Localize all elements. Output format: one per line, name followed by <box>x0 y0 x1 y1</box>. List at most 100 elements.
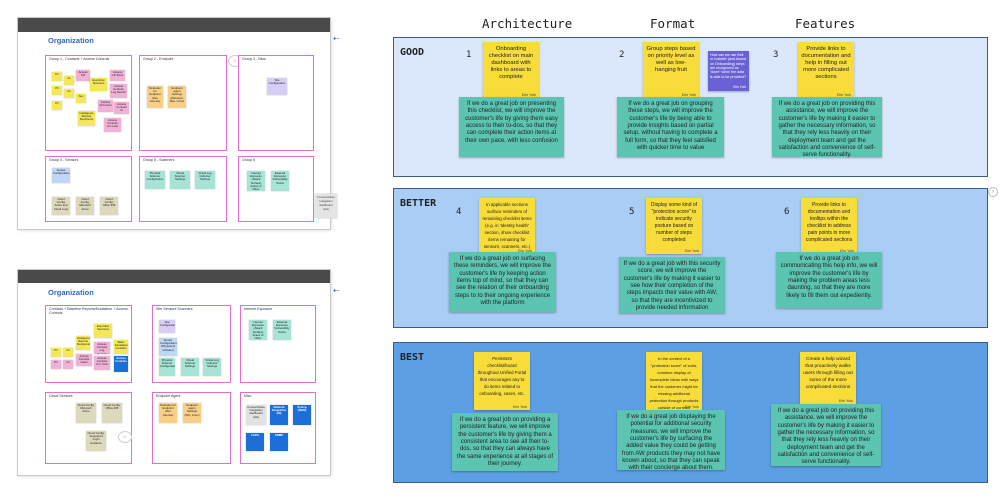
more-options-icon[interactable]: › <box>988 187 998 197</box>
sticky-note[interactable]: Virtual Scanner Settings <box>170 171 190 189</box>
group-title: Group 4 - Sensors <box>49 158 79 162</box>
sticky-note[interactable]: Intelligence Reports Recipients <box>76 336 90 350</box>
sticky-note[interactable]: Defender for Endpoint (Dev License) <box>147 86 163 108</box>
sticky-note[interactable]: External Exposure Vulnerability Scans <box>273 320 291 340</box>
sticky-note[interactable]: Connectivities Integration dashboard (GH… <box>246 405 266 425</box>
sticky-note[interactable]: Endpoint agent Settings (Windows, Mac, L… <box>168 86 186 108</box>
author: Erin York <box>684 248 699 253</box>
sticky-note[interactable]: Pri <box>51 348 61 357</box>
organization-board-1[interactable]: Organization Group 1 - Contacts + Access… <box>18 18 330 229</box>
sticky-note[interactable]: CAPIs <box>246 433 264 451</box>
outcome-sticky[interactable]: If we do a great job with this security … <box>619 257 725 313</box>
sticky-note[interactable]: Access Controls U.C. User <box>94 356 110 370</box>
group-title: Group 5 - Scanners <box>143 158 175 162</box>
sticky-note[interactable]: Site Configuration <box>267 78 287 95</box>
sticky-note[interactable]: Physical Scanner Configuration <box>159 358 175 376</box>
sticky-note[interactable]: Co <box>64 89 74 98</box>
sticky-note[interactable]: Sensor Configuration (Physical & softwar… <box>159 338 177 356</box>
sticky-note[interactable]: Co <box>63 360 73 369</box>
sticky-note[interactable]: Access Ctrl Users <box>98 100 113 112</box>
sticky-note[interactable]: SNMP <box>270 433 288 451</box>
sticky-note[interactable]: Site Configuration <box>159 320 175 333</box>
group-sensors[interactable]: Group 4 - Sensors Sensor Configuration C… <box>45 156 132 222</box>
sticky-note[interactable]: Co <box>64 76 74 85</box>
sticky-note[interactable]: Pri <box>51 360 61 369</box>
group-cloud-sensors[interactable]: Cloud Sensors Cloud Config: Microsoft Az… <box>45 392 132 464</box>
group-endpoint[interactable]: Group 2 - Endpoint Defender for Endpoint… <box>139 55 227 151</box>
group-misc[interactable]: Misc Connectivities Integration dashboar… <box>240 392 316 464</box>
sticky-note[interactable]: Sensor Configuration <box>52 168 70 183</box>
group-site-sensors-scanners[interactable]: Site Sensors Scanners Site Configuration… <box>152 305 231 383</box>
sticky-note[interactable]: Co <box>63 348 73 357</box>
group-title: Group 1 - Contacts + Access Controls <box>49 57 110 61</box>
sticky-note[interactable]: Access Ctrl Ports <box>110 70 125 81</box>
collapse-arrow-icon[interactable]: ⇠ <box>333 34 340 43</box>
outcome-sticky[interactable]: If we do a great job on providing a pers… <box>452 413 558 471</box>
sticky-note[interactable]: Physical Scanner Configuration <box>145 171 165 189</box>
group-silos[interactable]: Group 3 - Silos Site Configuration <box>238 55 314 151</box>
idea-sticky[interactable]: Onboarding checklist on main dashboard w… <box>483 42 539 98</box>
cell-number: 4 <box>456 207 462 217</box>
group-title: Misc <box>244 394 252 398</box>
sticky-note[interactable]: Sec <box>76 94 86 103</box>
add-group-icon[interactable]: ⌂ <box>118 431 132 443</box>
sticky-note[interactable]: Cloud Config: Azure and Cloud Logs <box>52 197 70 215</box>
sticky-note[interactable]: Cloud Config: Supported Login Guidance <box>86 431 106 451</box>
group-scanners[interactable]: Group 5 - Scanners Physical Scanner Conf… <box>139 156 227 222</box>
author: Erin York <box>839 248 854 253</box>
sticky-note[interactable]: Cloud Config: Office 365 <box>102 403 122 423</box>
idea-sticky[interactable]: Create a help wizard that proactively wa… <box>800 352 856 404</box>
sticky-note[interactable]: Intelligence Reports Recipients <box>78 111 95 126</box>
sticky-note[interactable]: Pri <box>52 86 62 95</box>
idea-sticky[interactable]: Provide links to documentation and toolt… <box>801 198 857 254</box>
sticky-note[interactable]: Internet Exposure (Attack Surface) Scans… <box>249 320 267 340</box>
idea-sticky[interactable]: Persistent checklist/board throughout Un… <box>474 352 530 410</box>
sticky-note[interactable]: Virtual Log Collector Settings <box>195 171 215 189</box>
sticky-note[interactable]: Access Controls UI <box>114 102 129 114</box>
group-contacts-access[interactable]: Group 1 - Contacts + Access Controls Pri… <box>45 55 132 151</box>
sticky-note[interactable]: Access Controls <box>114 356 128 372</box>
group-internet-exposure[interactable]: Internet Exposure Internet Exposure (Att… <box>240 305 316 383</box>
sticky-note[interactable]: Pri <box>52 72 62 81</box>
sticky-note[interactable]: Virtual Scanner Settings <box>181 358 199 376</box>
group-6[interactable]: Group 6 Internet Exposure (Attack Surfac… <box>238 156 314 222</box>
idea-sticky[interactable]: In applicable sections surface reminders… <box>479 198 535 254</box>
sticky-note[interactable]: Executive Sponsors <box>94 324 112 338</box>
sticky-note[interactable]: Pri <box>52 101 62 110</box>
outcome-sticky[interactable]: If we do a great job displaying the pote… <box>617 410 725 471</box>
group-contacts-baseline[interactable]: Contacts + Baseline Reports/Escalation +… <box>45 305 132 383</box>
outcome-sticky[interactable]: If we do a great job on providing this a… <box>772 97 882 158</box>
sticky-note[interactable]: Access Ctrl <box>76 70 90 81</box>
idea-sticky[interactable]: In the context of a "protection score" o… <box>646 352 702 410</box>
sticky-note[interactable]: Access Controls Log Search <box>94 342 110 354</box>
idea-sticky[interactable]: Group steps based on priority level as w… <box>643 42 699 98</box>
outcome-sticky[interactable]: If we do a great job on surfacing these … <box>449 252 556 312</box>
sticky-note[interactable]: Virtual Log Collector Settings <box>203 358 221 376</box>
sticky-note[interactable]: Cloud Config: Office 365 <box>100 197 118 215</box>
outcome-sticky[interactable]: If we do a great job on grouping these s… <box>617 97 724 157</box>
sticky-note[interactable]: Cloud Config: Microsoft Azure <box>76 197 94 215</box>
sticky-note[interactable]: Access Controls Log Search <box>110 84 127 98</box>
collapse-arrow-icon[interactable]: ⇠ <box>333 286 340 295</box>
sticky-note[interactable]: Network Integration (NI) <box>270 405 288 425</box>
author: Erin York <box>517 248 532 253</box>
connectivity-sticky-note[interactable]: Connectivities Integration dashboard (GH… <box>315 194 337 218</box>
sticky-note[interactable]: Basic Escalation Contacts <box>114 340 128 354</box>
outcome-sticky[interactable]: If we do a great job on communicating th… <box>776 252 882 308</box>
idea-sticky[interactable]: Display some kind of "protection score" … <box>646 198 702 254</box>
sticky-note[interactable]: Access Controls Users <box>76 354 92 366</box>
question-sticky[interactable]: How can we use Bell or Installer (and As… <box>708 51 749 91</box>
outcome-sticky[interactable]: If we do a great job on presenting this … <box>459 97 564 157</box>
sticky-note[interactable]: Defender for Endpoint (Dev License) <box>159 403 177 423</box>
sticky-note[interactable]: Internet Exposure (Attack Surface) Scans… <box>247 171 265 191</box>
sticky-note[interactable]: Access Controls U.C.User <box>104 118 121 132</box>
organization-board-2[interactable]: Organization Contacts + Baseline Reports… <box>18 270 330 475</box>
idea-sticky[interactable]: Provide links to documentation and help … <box>798 42 854 98</box>
group-endpoint-agent[interactable]: Endpoint Agent Defender for Endpoint (De… <box>152 392 231 464</box>
sticky-note[interactable]: Executive Sponsors <box>90 78 107 91</box>
sticky-note[interactable]: Endpoint agent Settings (Win, Linux) <box>183 403 201 423</box>
sticky-note[interactable]: Syslog (SIEM) <box>293 405 311 425</box>
outcome-sticky[interactable]: If we do a great job on providing this a… <box>771 404 881 466</box>
sticky-note[interactable]: External Exposure Vulnerability Scans <box>271 171 289 191</box>
sticky-note[interactable]: Cloud Config: Microsoft Azure <box>76 403 96 423</box>
